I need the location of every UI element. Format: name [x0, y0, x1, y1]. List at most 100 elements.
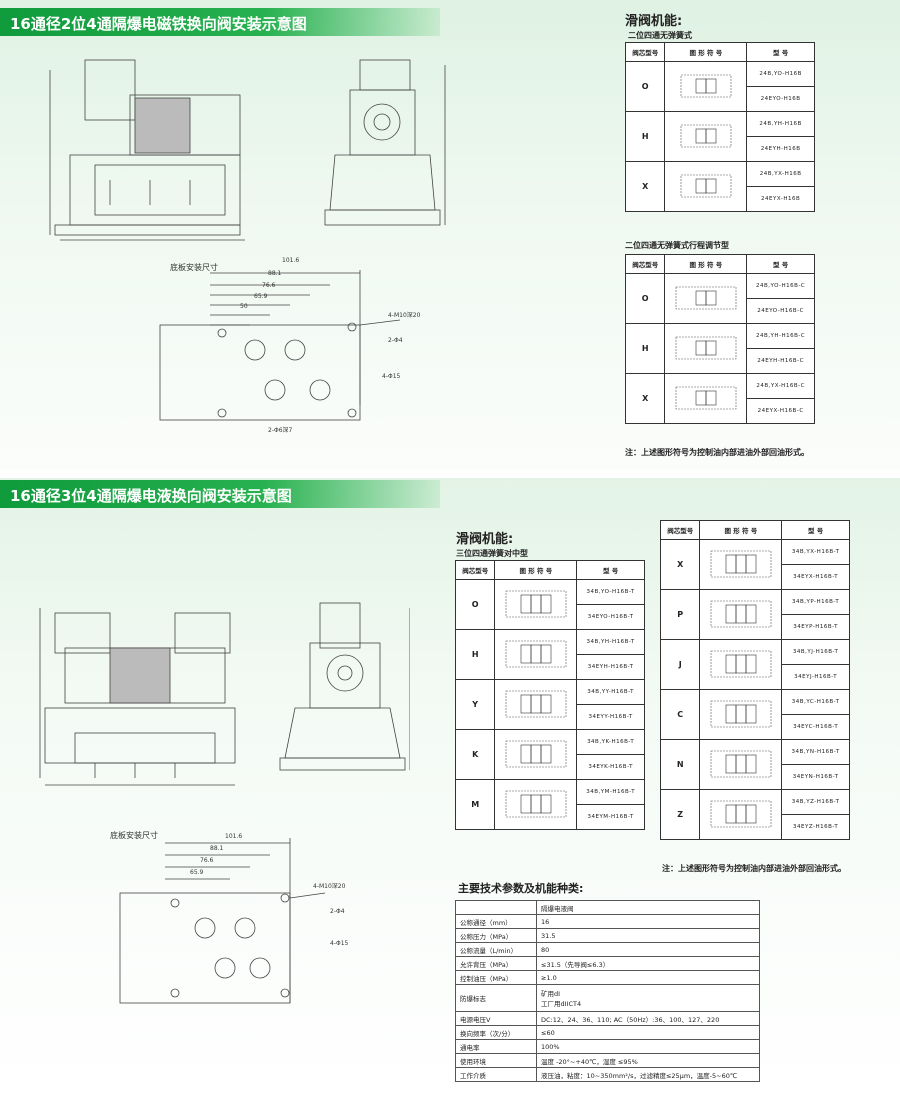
symbol-cell	[664, 323, 748, 374]
model-cell: 34B,YX-H16B-T	[781, 539, 850, 565]
model-cell: 34B,YK-H16B-T	[576, 729, 645, 755]
model-cell: 34B,YN-H16B-T	[781, 739, 850, 765]
dim-label: 101.6	[282, 257, 300, 264]
core-cell: C	[659, 689, 701, 740]
model-cell: 34B,YY-H16B-T	[576, 679, 645, 705]
model-cell: 24B,YX-H16B-C	[746, 373, 815, 399]
banner-title: 16通径3位4通隔爆电液换向阀安装示意图	[10, 487, 292, 505]
param-value: 16	[536, 914, 760, 929]
model-cell: 24EYX-H16B	[746, 186, 815, 212]
symbol-cell	[494, 729, 578, 780]
symbol-cell	[664, 373, 748, 424]
params-heading: 主要技术参数及机能种类:	[458, 882, 584, 895]
symbol-cell	[699, 589, 783, 640]
param-label: 使用环境	[455, 1053, 537, 1068]
spool-function-heading: 滑阀机能:	[625, 14, 683, 29]
valve-symbol-icon	[680, 174, 732, 197]
core-cell: K	[454, 729, 496, 780]
base-plate-drawing	[119, 838, 326, 1004]
dim-label: 4-Φ15	[330, 940, 349, 947]
core-cell: Z	[659, 789, 701, 840]
model-cell: 24EYH-H16B-C	[746, 348, 815, 374]
header-symbol: 图 形 符 号	[494, 560, 578, 580]
header-core: 阀芯型号	[624, 254, 666, 274]
symbol-cell	[699, 789, 783, 840]
spool-function-heading: 滑阀机能:	[456, 532, 514, 547]
symbol-cell	[699, 739, 783, 790]
param-value: 液压油，粘度：10~350mm²/s，过滤精度≤25μm，温度-5~60℃	[536, 1067, 760, 1082]
dim-label: 76.6	[262, 282, 276, 289]
core-cell: N	[659, 739, 701, 790]
model-cell: 34EYJ-H16B-T	[781, 664, 850, 690]
valve-symbol-icon	[675, 286, 737, 309]
dim-label: 4-M10深20	[313, 883, 346, 890]
valve-symbol-icon	[680, 74, 732, 97]
core-cell: O	[454, 579, 496, 630]
valve-symbol-icon	[505, 690, 567, 717]
model-cell: 34B,YH-H16B-T	[576, 629, 645, 655]
header-symbol: 图 形 符 号	[699, 520, 783, 540]
model-cell: 34EYC-H16B-T	[781, 714, 850, 740]
model-cell: 34EYN-H16B-T	[781, 764, 850, 790]
front-view-drawing	[49, 59, 245, 241]
dim-label: 2-Φ4	[388, 337, 403, 344]
header-core: 阀芯型号	[624, 42, 666, 62]
param-value: 矿用dI 工厂用dIICT4	[536, 984, 760, 1012]
model-cell: 34B,YM-H16B-T	[576, 779, 645, 805]
param-label: 换向频率（次/分）	[455, 1025, 537, 1040]
core-cell: Y	[454, 679, 496, 730]
model-cell: 24B,YX-H16B	[746, 161, 815, 187]
symbol-cell	[664, 273, 748, 324]
model-cell: 24B,YH-H16B	[746, 111, 815, 137]
dim-label: 88.1	[268, 270, 282, 277]
param-label: 工作介质	[455, 1067, 537, 1082]
dim-label: 65.9	[190, 869, 204, 876]
dim-label: 101.6	[225, 833, 243, 840]
valve-symbol-icon	[505, 740, 567, 767]
model-cell: 24B,YO-H16B-C	[746, 273, 815, 299]
valve-symbol-icon	[505, 790, 567, 817]
param-label: 公称流量（L/min）	[455, 942, 537, 957]
model-cell: 34B,YO-H16B-T	[576, 579, 645, 605]
symbol-cell	[494, 779, 578, 830]
valve-symbol-icon	[710, 750, 772, 777]
param-value: 温度 -20°~+40℃，湿度 ≤95%	[536, 1053, 760, 1068]
model-cell: 24B,YO-H16B	[746, 61, 815, 87]
model-cell: 34EYZ-H16B-T	[781, 814, 850, 840]
model-cell: 24EYO-H16B-C	[746, 298, 815, 324]
base-install-label: 底板安装尺寸	[170, 263, 218, 272]
front-view-drawing	[39, 608, 236, 786]
core-cell: X	[624, 373, 666, 424]
model-cell: 34EYP-H16B-T	[781, 614, 850, 640]
side-view-drawing	[324, 59, 446, 226]
symbol-cell	[494, 579, 578, 630]
note-text: 注：上述图形符号为控制油内部进油外部回油形式。	[625, 448, 809, 457]
core-cell: P	[659, 589, 701, 640]
dim-label: 88.1	[210, 845, 224, 852]
core-cell: X	[659, 539, 701, 590]
model-cell: 24B,YH-H16B-C	[746, 323, 815, 349]
symbol-cell	[664, 161, 748, 212]
model-cell: 34B,YP-H16B-T	[781, 589, 850, 615]
symbol-cell	[699, 639, 783, 690]
dim-label: 4-M10深20	[388, 312, 421, 319]
model-cell: 24EYH-H16B	[746, 136, 815, 162]
model-cell: 34EYY-H16B-T	[576, 704, 645, 730]
valve-symbol-icon	[505, 640, 567, 667]
valve-symbol-icon	[710, 800, 772, 827]
valve-symbol-icon	[675, 386, 737, 409]
base-plate-drawing	[159, 270, 401, 421]
dim-label: 76.6	[200, 857, 214, 864]
param-value: 隔爆电液阀	[536, 900, 760, 915]
section-3pos-4way: 16通径3位4通隔爆电液换向阀安装示意图 底板安装尺寸	[0, 478, 900, 1095]
model-cell: 34B,YC-H16B-T	[781, 689, 850, 715]
dim-label: 50	[240, 303, 248, 310]
valve-symbol-icon	[710, 700, 772, 727]
valve-symbol-icon	[505, 590, 567, 617]
symbol-cell	[494, 679, 578, 730]
base-install-label: 底板安装尺寸	[110, 831, 158, 840]
section-banner: 16通径2位4通隔爆电磁铁换向阀安装示意图	[0, 8, 440, 36]
